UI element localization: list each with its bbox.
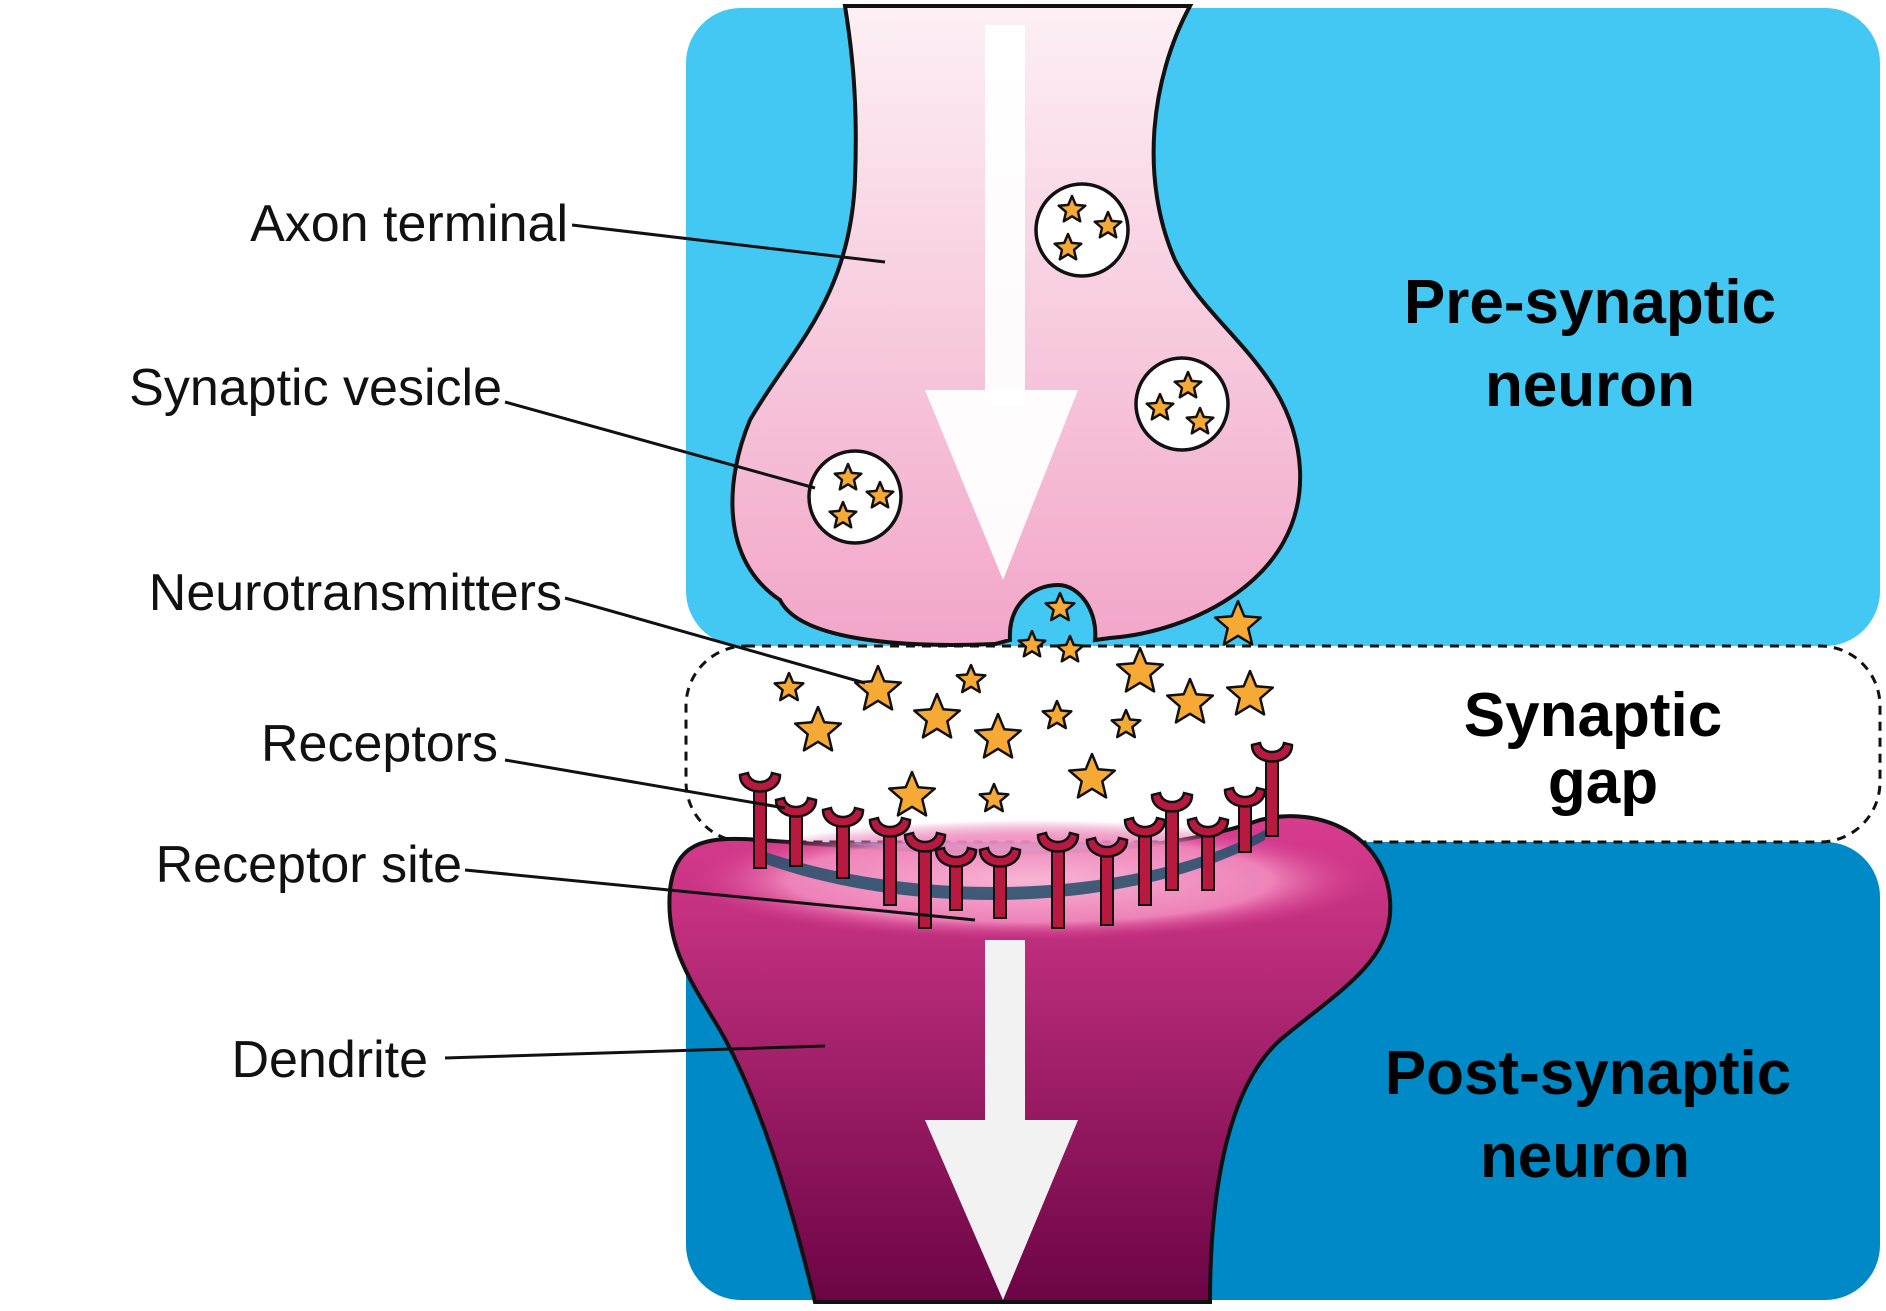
free-neurotransmitter-star <box>1067 752 1117 799</box>
free-neurotransmitter-star <box>978 782 1010 813</box>
receptor <box>1186 816 1230 891</box>
release-neurotransmitter-star <box>1017 629 1047 658</box>
label-axon-terminal: Axon terminal <box>250 195 568 253</box>
signal-arrow-post <box>925 940 1078 1300</box>
receptor <box>774 796 818 867</box>
receptor <box>1150 791 1194 891</box>
receptor <box>903 831 947 929</box>
vesicles-layer <box>807 182 1230 545</box>
receptors-layer <box>738 741 1294 929</box>
receptor-site-glow <box>685 820 1375 940</box>
free-neurotransmitter-star <box>1213 599 1263 646</box>
label-dendrite: Dendrite <box>231 1031 428 1089</box>
free-neurotransmitter-star <box>1165 677 1215 724</box>
vesicle-neurotransmitter-star <box>1057 194 1087 223</box>
label-receptors: Receptors <box>261 715 498 773</box>
label-receptor-site: Receptor site <box>156 836 462 894</box>
receptor <box>868 816 912 906</box>
free-neurotransmitter-star <box>887 770 937 817</box>
free-neurotransmitter-star <box>955 663 987 694</box>
signal-arrow-pre <box>925 25 1078 580</box>
release-neurotransmitter-star <box>1044 591 1076 622</box>
vesicle-neurotransmitter-star <box>865 480 895 509</box>
vesicle-neurotransmitter-star <box>833 462 863 491</box>
receptor <box>821 806 865 879</box>
vesicle-neurotransmitter-star <box>1093 210 1123 239</box>
region-pre-line1: Pre-synaptic <box>1404 268 1776 337</box>
free-neurotransmitter-star <box>1110 708 1142 739</box>
free-neurotransmitter-star <box>1115 646 1165 693</box>
region-gap-line1: Synaptic <box>1464 681 1722 750</box>
label-neurotransmitters: Neurotransmitters <box>149 564 562 622</box>
vesicle-neurotransmitter-star <box>1145 392 1175 421</box>
receptor <box>1123 816 1167 906</box>
region-pre-line2: neuron <box>1485 351 1695 420</box>
free-neurotransmitter-star <box>793 705 843 752</box>
region-gap-line2: gap <box>1548 748 1658 817</box>
leader-receptors <box>504 758 786 810</box>
receptor <box>1036 831 1080 929</box>
receptor <box>1085 836 1129 926</box>
receptor <box>738 771 782 869</box>
free-neurotransmitter-star <box>973 712 1023 759</box>
release-neurotransmitter-star <box>1055 634 1085 663</box>
vesicle-neurotransmitter-star <box>1173 370 1203 399</box>
receptor <box>1250 741 1294 837</box>
region-post-line2: neuron <box>1480 1122 1690 1191</box>
free-neurotransmitter-star <box>1041 699 1073 730</box>
neurotransmitters-layer <box>773 591 1275 817</box>
vesicle-neurotransmitter-star <box>1185 406 1215 435</box>
free-neurotransmitter-star <box>773 671 805 702</box>
synaptic-vesicle <box>807 449 903 545</box>
vesicle-neurotransmitter-star <box>1053 232 1083 261</box>
leader-neurotransmitters <box>564 596 866 685</box>
leader-receptor-site <box>464 868 976 922</box>
label-synaptic-vesicle: Synaptic vesicle <box>129 359 502 417</box>
region-post-line1: Post-synaptic <box>1385 1039 1792 1108</box>
receptor <box>1223 786 1267 853</box>
leader-dendrite <box>444 1044 826 1060</box>
leader-axon-terminal <box>571 223 886 264</box>
receptor <box>978 846 1022 919</box>
free-neurotransmitter-star <box>912 692 962 739</box>
vesicle-neurotransmitter-star <box>828 500 858 529</box>
leader-synaptic-vesicle <box>504 400 816 490</box>
receptor <box>934 846 978 911</box>
leader-lines <box>444 223 976 1060</box>
free-neurotransmitter-star <box>1225 669 1275 716</box>
